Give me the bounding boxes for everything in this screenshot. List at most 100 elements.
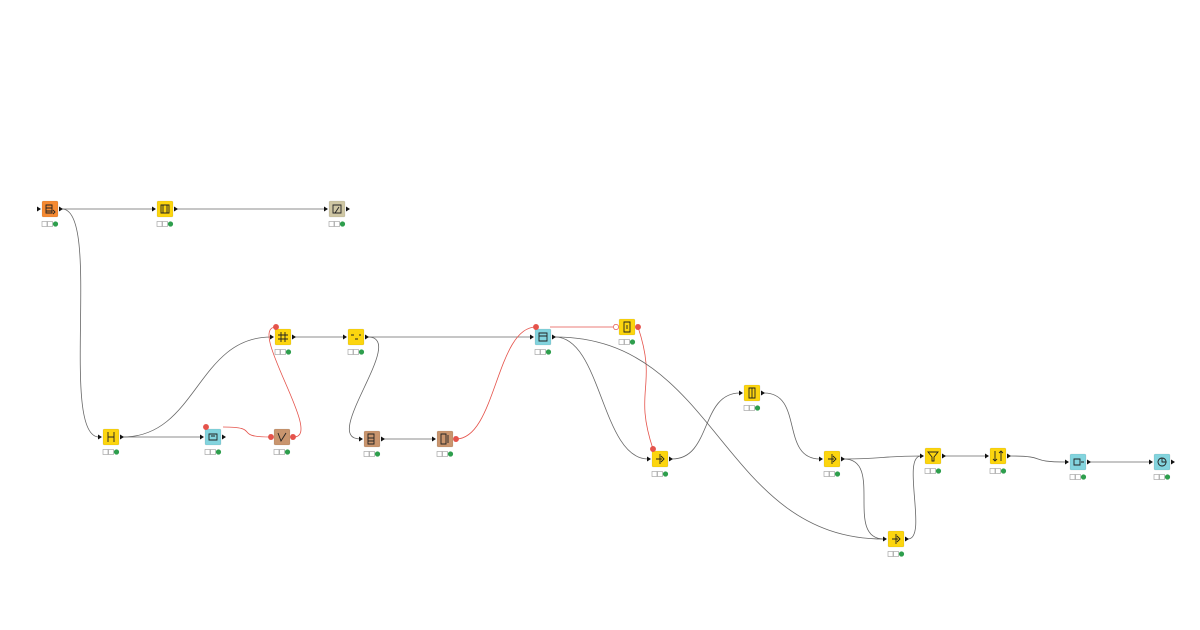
node-body[interactable] bbox=[328, 200, 346, 218]
output-port-icon[interactable] bbox=[1171, 459, 1175, 465]
node-body[interactable] bbox=[204, 428, 222, 446]
variable-port-icon[interactable] bbox=[273, 324, 279, 330]
node-body[interactable] bbox=[534, 328, 552, 346]
node-body[interactable] bbox=[274, 328, 292, 346]
status-light-icon bbox=[279, 449, 285, 455]
output-port-icon[interactable] bbox=[346, 206, 350, 212]
data-connection[interactable] bbox=[907, 455, 922, 540]
variable-port-icon[interactable] bbox=[635, 324, 641, 330]
input-port-icon[interactable] bbox=[920, 453, 924, 459]
row-splitter-icon bbox=[107, 432, 115, 442]
workflow-node[interactable] bbox=[1149, 453, 1175, 480]
variable-port-icon[interactable] bbox=[268, 434, 274, 440]
data-connection[interactable] bbox=[348, 336, 380, 440]
output-port-icon[interactable] bbox=[174, 206, 178, 212]
input-port-icon[interactable] bbox=[98, 434, 102, 440]
workflow-node[interactable] bbox=[432, 430, 458, 457]
output-port-icon[interactable] bbox=[841, 456, 845, 462]
node-body[interactable] bbox=[273, 428, 291, 446]
workflow-node[interactable] bbox=[37, 200, 63, 227]
status-light-icon bbox=[102, 449, 109, 455]
variable-port-icon[interactable] bbox=[203, 424, 209, 430]
variable-port-icon[interactable] bbox=[533, 324, 539, 330]
output-port-icon[interactable] bbox=[1087, 459, 1091, 465]
input-port-icon[interactable] bbox=[739, 390, 743, 396]
status-light-icon bbox=[618, 339, 625, 345]
input-port-icon[interactable] bbox=[343, 334, 347, 340]
output-port-icon[interactable] bbox=[365, 334, 369, 340]
output-port-icon[interactable] bbox=[222, 434, 226, 440]
workflow-node[interactable] bbox=[647, 450, 673, 477]
input-port-icon[interactable] bbox=[200, 434, 204, 440]
node-status-indicator bbox=[823, 471, 841, 477]
data-connection[interactable] bbox=[1009, 455, 1067, 463]
data-connection[interactable] bbox=[843, 458, 885, 540]
variable-connection[interactable] bbox=[637, 326, 654, 450]
variable-connection[interactable] bbox=[268, 326, 302, 438]
output-port-icon[interactable] bbox=[381, 436, 385, 442]
input-port-icon[interactable] bbox=[324, 206, 328, 212]
variable-port-icon[interactable] bbox=[453, 436, 459, 442]
column-appender-icon bbox=[748, 387, 756, 399]
workflow-node[interactable] bbox=[883, 530, 909, 557]
output-port-icon[interactable] bbox=[292, 334, 296, 340]
variable-connection[interactable] bbox=[222, 426, 272, 438]
data-connection[interactable] bbox=[763, 392, 821, 460]
node-body[interactable] bbox=[436, 430, 454, 448]
output-port-icon[interactable] bbox=[942, 453, 946, 459]
workflow-node[interactable] bbox=[359, 430, 385, 457]
input-port-icon[interactable] bbox=[359, 436, 363, 442]
workflow-node[interactable] bbox=[985, 447, 1011, 474]
node-body[interactable] bbox=[41, 200, 59, 218]
output-port-icon[interactable] bbox=[761, 390, 765, 396]
workflow-node[interactable] bbox=[819, 450, 845, 477]
output-port-icon[interactable] bbox=[1007, 453, 1011, 459]
node-status-indicator bbox=[41, 221, 59, 227]
node-body[interactable] bbox=[989, 447, 1007, 465]
data-connection[interactable] bbox=[61, 208, 100, 438]
variable-port-icon[interactable] bbox=[290, 434, 296, 440]
data-connection[interactable] bbox=[122, 336, 272, 438]
input-port-icon[interactable] bbox=[647, 456, 651, 462]
input-port-icon[interactable] bbox=[1149, 459, 1153, 465]
data-connection[interactable] bbox=[554, 336, 649, 460]
output-port-icon[interactable] bbox=[669, 456, 673, 462]
node-body[interactable] bbox=[1069, 453, 1087, 471]
input-port-icon[interactable] bbox=[152, 206, 156, 212]
workflow-node[interactable] bbox=[1065, 453, 1091, 480]
input-port-icon[interactable] bbox=[985, 453, 989, 459]
node-body[interactable] bbox=[347, 328, 365, 346]
input-port-icon[interactable] bbox=[819, 456, 823, 462]
input-port-icon[interactable] bbox=[37, 206, 41, 212]
output-port-icon[interactable] bbox=[905, 536, 909, 542]
output-port-icon[interactable] bbox=[120, 434, 124, 440]
input-port-icon[interactable] bbox=[530, 334, 534, 340]
input-port-icon[interactable] bbox=[270, 334, 274, 340]
workflow-node[interactable] bbox=[343, 328, 369, 355]
workflow-node[interactable] bbox=[920, 447, 946, 474]
workflow-node[interactable] bbox=[614, 318, 640, 345]
node-body[interactable] bbox=[156, 200, 174, 218]
workflow-node[interactable] bbox=[98, 428, 124, 455]
workflow-node[interactable] bbox=[530, 328, 556, 355]
data-connection[interactable] bbox=[843, 455, 922, 460]
data-connection[interactable] bbox=[671, 392, 741, 460]
input-port-icon[interactable] bbox=[1065, 459, 1069, 465]
data-connection[interactable] bbox=[554, 336, 885, 540]
node-body[interactable] bbox=[924, 447, 942, 465]
workflow-node[interactable] bbox=[200, 428, 226, 455]
output-port-icon[interactable] bbox=[552, 334, 556, 340]
workflow-node[interactable] bbox=[269, 428, 295, 455]
variable-port-icon[interactable] bbox=[613, 324, 619, 330]
output-port-icon[interactable] bbox=[59, 206, 63, 212]
variable-port-icon[interactable] bbox=[650, 446, 656, 452]
input-port-icon[interactable] bbox=[432, 436, 436, 442]
workflow-node[interactable] bbox=[270, 328, 296, 355]
input-port-icon[interactable] bbox=[883, 536, 887, 542]
workflow-node[interactable] bbox=[152, 200, 178, 227]
workflow-node[interactable] bbox=[324, 200, 350, 227]
workflow-node[interactable] bbox=[739, 384, 765, 411]
node-body[interactable] bbox=[363, 430, 381, 448]
variable-connection[interactable] bbox=[455, 326, 537, 440]
